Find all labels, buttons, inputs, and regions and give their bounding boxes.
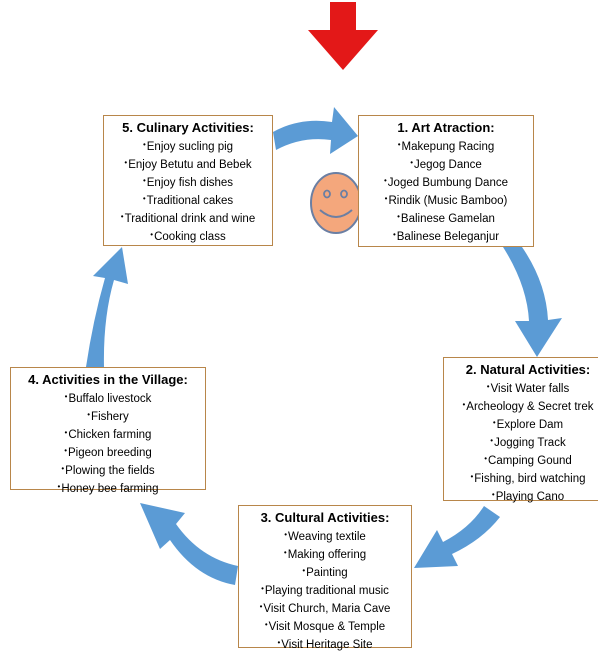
list-item: Playing Cano	[446, 487, 598, 505]
cultural-activities-box: 3. Cultural Activities: Weaving textileM…	[238, 505, 412, 651]
list-item: Cooking class	[106, 227, 270, 245]
list-item: Buffalo livestock	[13, 389, 203, 407]
list-item: Honey bee farming	[13, 479, 203, 497]
list-item: Playing traditional music	[241, 581, 409, 599]
list-item: Makepung Racing	[361, 137, 531, 155]
culinary-activities-box: 5. Culinary Activities: Enjoy sucling pi…	[103, 115, 273, 246]
list-item: Explore Dam	[446, 415, 598, 433]
list-item: Rindik (Music Bamboo)	[361, 191, 531, 209]
village-activities-list: Buffalo livestockFisheryChicken farmingP…	[13, 389, 203, 497]
arrow-culinary-to-art	[273, 107, 358, 154]
list-item: Weaving textile	[241, 527, 409, 545]
list-item: Jegog Dance	[361, 155, 531, 173]
cultural-activities-list: Weaving textileMaking offeringPaintingPl…	[241, 527, 409, 653]
natural-activities-title: 2. Natural Activities:	[465, 362, 591, 377]
list-item: Pigeon breeding	[13, 443, 203, 461]
culinary-activities-list: Enjoy sucling pigEnjoy Betutu and BebekE…	[106, 137, 270, 245]
smiley-face-icon	[310, 172, 362, 234]
natural-activities-box: 2. Natural Activities: Visit Water falls…	[443, 357, 598, 503]
list-item: Balinese Gamelan	[361, 209, 531, 227]
list-item: Joged Bumbung Dance	[361, 173, 531, 191]
arrow-art-to-natural	[503, 247, 562, 357]
list-item: Chicken farming	[13, 425, 203, 443]
list-item: Enjoy Betutu and Bebek	[106, 155, 270, 173]
list-item: Visit Mosque & Temple	[241, 617, 409, 635]
list-item: Enjoy fish dishes	[106, 173, 270, 191]
culinary-activities-title: 5. Culinary Activities:	[122, 120, 254, 135]
cultural-activities-title: 3. Cultural Activities:	[260, 510, 390, 525]
art-attraction-title: 1. Art Atraction:	[397, 120, 495, 135]
arrow-natural-to-cultural	[414, 506, 500, 568]
arrow-village-to-culinary	[86, 247, 128, 367]
arrow-cultural-to-village	[140, 503, 238, 585]
list-item: Plowing the fields	[13, 461, 203, 479]
list-item: Balinese Beleganjur	[361, 227, 531, 245]
list-item: Visit Heritage Site	[241, 635, 409, 653]
list-item: Fishery	[13, 407, 203, 425]
list-item: Fishing, bird watching	[446, 469, 598, 487]
list-item: Traditional drink and wine	[106, 209, 270, 227]
list-item: Traditional cakes	[106, 191, 270, 209]
list-item: Visit Church, Maria Cave	[241, 599, 409, 617]
art-attraction-box: 1. Art Atraction: Makepung RacingJegog D…	[358, 115, 534, 247]
village-activities-title: 4. Activities in the Village:	[28, 372, 188, 387]
list-item: Visit Water falls	[446, 379, 598, 397]
list-item: Making offering	[241, 545, 409, 563]
down-arrow-icon	[308, 2, 378, 70]
list-item: Archeology & Secret trek	[446, 397, 598, 415]
natural-activities-list: Visit Water fallsArcheology & Secret tre…	[446, 379, 598, 505]
list-item: Painting	[241, 563, 409, 581]
list-item: Enjoy sucling pig	[106, 137, 270, 155]
art-attraction-list: Makepung RacingJegog DanceJoged Bumbung …	[361, 137, 531, 245]
list-item: Camping Gound	[446, 451, 598, 469]
list-item: Jogging Track	[446, 433, 598, 451]
village-activities-box: 4. Activities in the Village: Buffalo li…	[10, 367, 206, 495]
